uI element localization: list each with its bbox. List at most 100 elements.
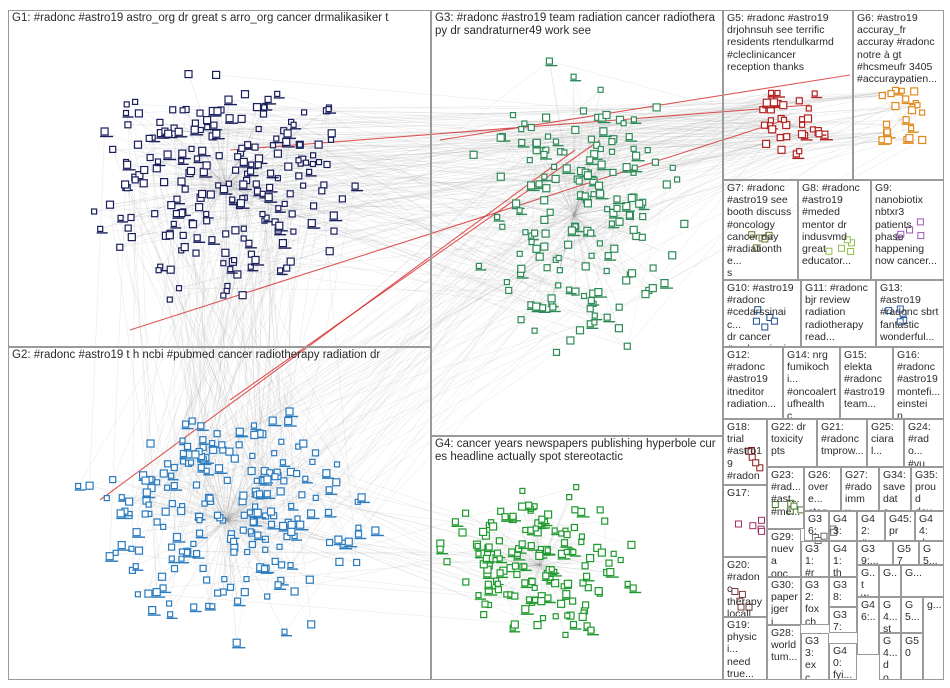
node xyxy=(622,276,631,285)
edge xyxy=(543,131,604,155)
node xyxy=(253,508,262,517)
edge xyxy=(157,161,627,281)
node xyxy=(161,507,170,516)
edge xyxy=(225,519,253,545)
edge xyxy=(246,180,630,275)
edge xyxy=(183,211,200,452)
node xyxy=(178,149,187,158)
group-label-g49: G4... do... xyxy=(883,635,898,680)
node xyxy=(627,193,636,203)
node xyxy=(513,570,521,579)
edge xyxy=(546,214,575,268)
edge xyxy=(573,214,620,308)
group-box-g14: G14: nrg fumikochi... #oncoalert ufhealt… xyxy=(783,347,840,419)
group-box-g32: G32: fox cha... xyxy=(801,577,829,625)
node xyxy=(591,312,598,319)
node xyxy=(179,449,187,458)
edge xyxy=(152,136,630,480)
edge xyxy=(607,98,906,318)
node xyxy=(298,491,306,499)
edge xyxy=(329,232,591,490)
node xyxy=(154,158,162,165)
edge xyxy=(181,551,518,556)
node xyxy=(240,235,247,242)
node xyxy=(496,569,504,577)
group-box-g28: G28: world tum... xyxy=(767,625,801,680)
edge xyxy=(329,306,537,543)
node xyxy=(599,127,608,136)
node xyxy=(603,267,610,275)
node xyxy=(167,611,174,618)
edge xyxy=(152,129,576,138)
edge xyxy=(292,163,301,214)
node xyxy=(105,552,114,561)
edge xyxy=(174,260,235,569)
edge xyxy=(246,486,577,580)
node xyxy=(651,158,660,166)
edge xyxy=(225,156,238,186)
edge xyxy=(243,495,494,527)
node xyxy=(838,244,845,252)
edge xyxy=(266,217,594,294)
node xyxy=(745,603,753,611)
node xyxy=(221,248,230,257)
node xyxy=(540,150,548,159)
edge xyxy=(222,185,532,451)
edge xyxy=(230,100,800,270)
node xyxy=(232,638,241,647)
group-label-g22: G22: dr toxicity pts xyxy=(771,421,807,458)
node xyxy=(169,106,177,114)
edge xyxy=(225,184,279,209)
node xyxy=(305,575,314,584)
edge xyxy=(225,519,255,522)
edge xyxy=(519,210,521,274)
edge xyxy=(149,200,233,514)
node xyxy=(167,201,176,210)
edge xyxy=(206,220,349,542)
edge xyxy=(619,139,923,308)
edge xyxy=(225,519,266,550)
edge xyxy=(168,133,201,198)
edge xyxy=(210,98,772,195)
group-label-g17: G17: xyxy=(727,487,750,499)
node xyxy=(917,232,925,240)
group-box-g34: G34: save date... xyxy=(879,467,911,511)
node xyxy=(124,224,132,232)
group-box-g1: G1: #radonc #astro19 astro_org dr great … xyxy=(8,10,431,347)
edge xyxy=(234,187,270,548)
node xyxy=(546,208,554,216)
node xyxy=(179,107,186,114)
group-label-gg: g... xyxy=(927,599,941,611)
node xyxy=(517,316,525,324)
edge xyxy=(247,173,580,182)
node xyxy=(752,244,760,252)
node xyxy=(199,564,207,573)
edge xyxy=(502,136,575,216)
edge xyxy=(171,475,258,536)
node xyxy=(603,206,611,213)
edge xyxy=(146,492,255,522)
edge xyxy=(521,195,585,269)
node xyxy=(601,517,609,525)
edge xyxy=(182,461,310,580)
node xyxy=(220,260,227,267)
group-label-g18: G18: trial #astro19 #radonc #mela... mel… xyxy=(727,421,763,484)
group-box-g16: G16: #radonc #astro19 montefi... einstei… xyxy=(893,347,944,419)
edge xyxy=(211,443,227,521)
group-label-g16: G16: #radonc #astro19 montefi... einstei… xyxy=(897,349,941,419)
group-label-g14: G14: nrg fumikochi... #oncoalert ufhealt… xyxy=(787,349,837,419)
node xyxy=(100,127,109,136)
edge xyxy=(225,519,281,581)
edge xyxy=(462,532,541,566)
group-box-g15: G15: elekta #radonc #astro19 team... xyxy=(840,347,893,419)
group-box-g2: G2: #radonc #astro19 t h ncbi #pubmed ca… xyxy=(8,347,431,680)
node xyxy=(172,532,182,542)
edge xyxy=(525,214,575,233)
node xyxy=(608,138,616,146)
edge xyxy=(602,105,784,118)
node xyxy=(235,441,243,449)
edge xyxy=(167,463,227,521)
edge xyxy=(176,519,227,538)
edge xyxy=(217,189,225,516)
edge xyxy=(573,214,620,329)
